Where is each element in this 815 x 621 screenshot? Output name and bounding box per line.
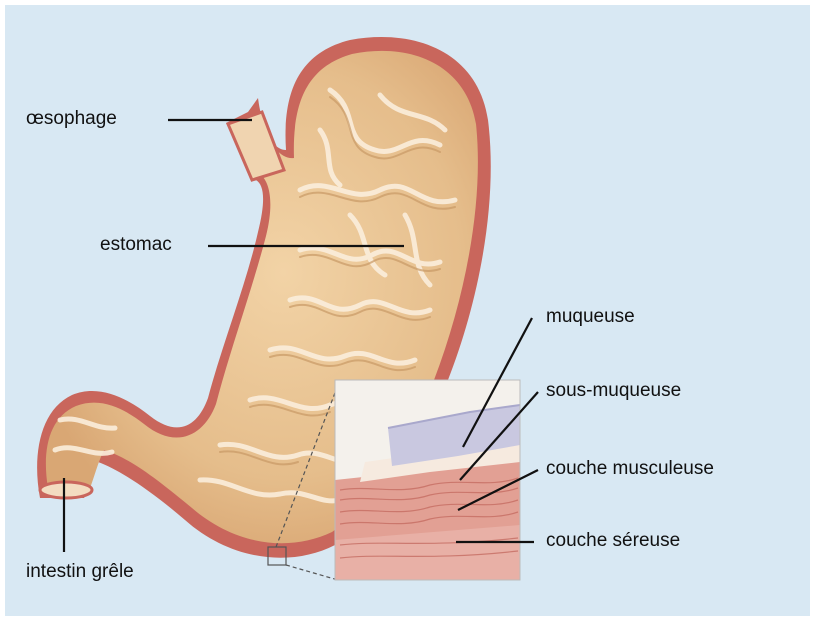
label-muscular-layer: couche musculeuse [546,458,714,480]
label-small-intestine: intestin grêle [26,561,134,583]
label-oesophagus: œsophage [26,108,117,130]
tissue-inset [335,380,520,580]
intestine-opening [40,482,92,498]
label-mucosa: muqueuse [546,306,635,328]
oesophagus-tube [228,112,284,180]
label-serosa: couche séreuse [546,530,680,552]
magnifier-line-bottom [286,565,338,580]
label-stomach: estomac [100,234,172,256]
label-submucosa: sous-muqueuse [546,380,681,402]
